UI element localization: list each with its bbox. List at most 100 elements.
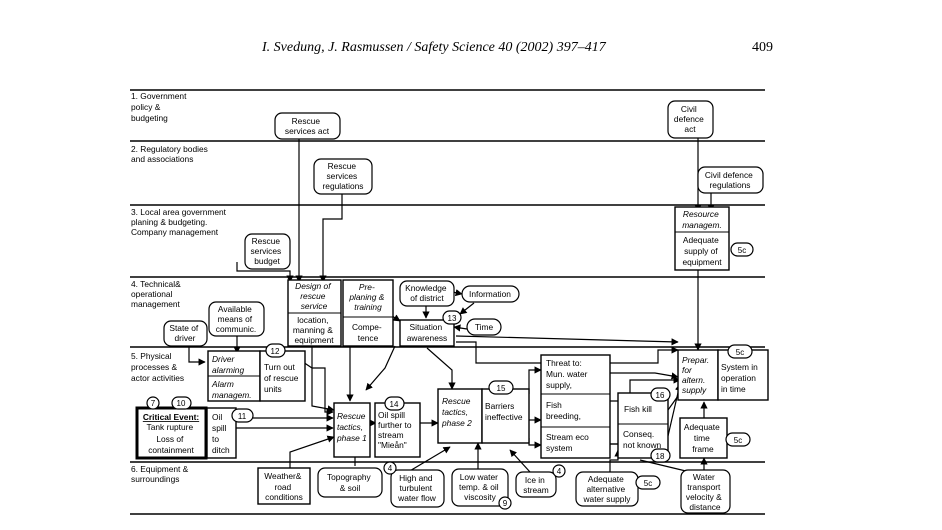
badge-11	[231, 408, 254, 423]
level-label-government: 1. Government policy & budgeting	[131, 91, 189, 123]
driver-alarming-text: Driver alarming	[212, 354, 244, 375]
rescue-services-act-text: Rescue services act	[285, 116, 330, 136]
situation-awareness-box	[399, 319, 455, 347]
badge-5c-water-text: 5c	[644, 479, 652, 488]
page-header: I. Svedung, J. Rasmussen / Safety Scienc…	[0, 38, 942, 62]
low-water-temp-box	[451, 468, 509, 507]
badge-13	[442, 310, 462, 325]
information-box	[461, 285, 520, 303]
adequate-time-frame-box	[679, 417, 728, 459]
badge-5c-system-text: 5c	[736, 348, 744, 357]
badge-18	[650, 448, 671, 463]
low-water-temp-text: Low water temp. & oil viscosity	[459, 472, 501, 502]
location-manning-text: location, manning & equipment	[293, 315, 335, 345]
badge-5c-water	[635, 475, 661, 490]
system-in-operation-text: System in operation in time	[721, 362, 760, 394]
badge-11-text: 11	[238, 412, 247, 421]
time-text: Time	[475, 322, 494, 332]
level-label-physical: 5. Physical processes & actor activities	[131, 351, 184, 383]
design-rescue-service-text: Design of rescue service	[295, 281, 333, 311]
weather-road-box	[257, 467, 311, 505]
adequate-alternative-water-box	[575, 471, 639, 507]
badge-4-ice-text: 4	[557, 467, 562, 476]
critical-event-title: Critical Event:	[143, 412, 199, 422]
badge-10-text: 10	[177, 399, 186, 408]
badge-16	[650, 387, 671, 402]
badge-14	[384, 396, 405, 411]
badge-5c-time	[725, 432, 751, 447]
situation-awareness-text: Situation awareness	[407, 322, 448, 343]
badge-4-ice	[552, 464, 566, 478]
rescue-services-act-box	[274, 112, 341, 140]
ice-in-stream-text: Ice in stream	[523, 475, 549, 495]
badge-4-high-flow-text: 4	[388, 464, 393, 473]
preplanning-training-box	[342, 279, 394, 347]
rescue-services-budget-text: Rescue services budget	[250, 236, 283, 266]
civil-defence-act-box	[667, 100, 714, 139]
badge-7	[146, 396, 160, 410]
civil-defence-regulations-text: Civil defence regulations	[705, 170, 755, 190]
level-label-regulatory: 2. Regulatory bodies and associations	[131, 144, 210, 164]
rescue-tactics-phase1-text: Rescue tactics, phase 1	[336, 411, 368, 443]
adequate-supply-text: Adequate supply of equipment	[682, 235, 722, 267]
turn-out-box	[259, 350, 306, 402]
level-label-equipment: 6. Equipment & surroundings	[131, 464, 191, 484]
fish-kill-box	[617, 392, 669, 459]
badge-9	[498, 496, 512, 510]
time-box	[466, 318, 502, 336]
weather-road-text: Weather& road conditions	[264, 471, 303, 502]
badge-9-text: 9	[503, 499, 508, 508]
prepar-alternative-supply-text: Prepar. for altern. supply	[682, 355, 711, 395]
page-number: 409	[752, 40, 773, 55]
stream-eco-system-text: Stream eco system	[546, 432, 591, 453]
threat-box	[540, 354, 611, 459]
badge-14-text: 14	[390, 400, 399, 409]
water-transport-box	[680, 469, 731, 514]
critical-event-text: Tank rupture Loss of containment	[147, 422, 196, 455]
rescue-services-regulations-text: Rescue services regulations	[323, 161, 364, 191]
adequate-alternative-water-text: Adequate alternative water supply	[582, 474, 631, 504]
badge-5c-resource	[730, 242, 754, 257]
available-means-communication-text: Available means of communic.	[216, 304, 257, 334]
badge-5c-time-text: 5c	[734, 436, 742, 445]
knowledge-of-district-text: Knowledge of district	[405, 283, 449, 303]
alarm-management-text: Alarm managem.	[211, 379, 252, 400]
badge-13-text: 13	[448, 314, 457, 323]
level-label-local-government: 3. Local area government planing & budge…	[131, 207, 228, 237]
civil-defence-act-text: Civil defence act	[674, 104, 706, 134]
resource-management-box	[674, 206, 730, 271]
oil-spill-ditch-box	[206, 407, 237, 459]
adequate-time-frame-text: Adequate time frame	[684, 422, 722, 454]
running-head: I. Svedung, J. Rasmussen / Safety Scienc…	[262, 40, 606, 55]
high-turbulent-water-box	[390, 469, 445, 508]
fish-kill-text: Fish kill	[624, 404, 652, 414]
knowledge-of-district-box	[399, 280, 455, 307]
ice-in-stream-box	[515, 471, 557, 498]
badge-18-text: 18	[656, 452, 665, 461]
badge-5c-system	[727, 344, 753, 359]
badge-15-text: 15	[497, 384, 506, 393]
topography-soil-box	[317, 467, 383, 498]
consequences-not-known-text: Conseq. not known	[623, 429, 662, 450]
competence-text: Compe- tence	[352, 322, 384, 343]
threat-text: Threat to: Mun. water supply,	[546, 358, 590, 390]
turn-out-text: Turn out of rescue units	[264, 362, 301, 394]
oil-spill-ditch-text: Oil spill to ditch	[212, 412, 230, 455]
state-of-driver-box	[163, 320, 208, 347]
fish-breeding-text: Fish breeding,	[546, 400, 581, 421]
badge-5c-resource-text: 5c	[738, 246, 746, 255]
information-text: Information	[469, 289, 511, 299]
high-turbulent-water-text: High and turbulent water flow	[397, 473, 437, 503]
badge-16-text: 16	[656, 391, 665, 400]
badge-10	[171, 396, 192, 410]
rescue-services-regulations-box	[313, 158, 373, 195]
oil-spill-stream-text: Oil spill further to stream "Mieån"	[378, 410, 414, 450]
barriers-ineffective-text: Barriers ineffective	[485, 401, 523, 422]
civil-defence-regulations-box	[697, 166, 764, 194]
prepar-alternative-supply-box	[677, 349, 719, 401]
level-label-technical: 4. Technical& operational management	[131, 279, 183, 309]
badge-15	[488, 380, 514, 395]
available-means-communication-box	[208, 301, 265, 337]
state-of-driver-text: State of driver	[169, 323, 200, 343]
